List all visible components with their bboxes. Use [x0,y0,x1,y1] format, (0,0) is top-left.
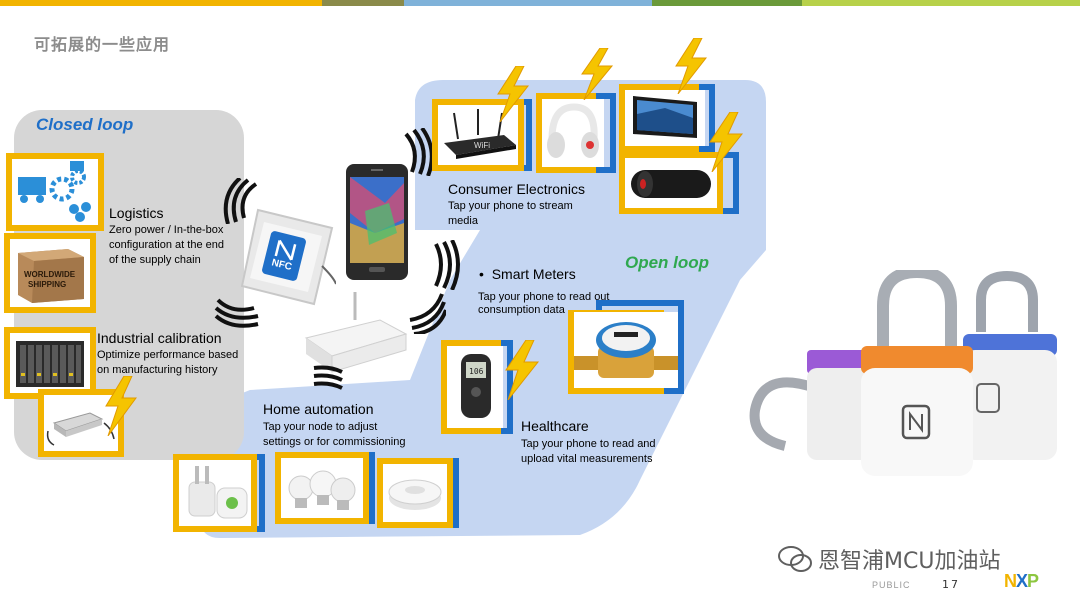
industrial-desc-1: Optimize performance based [97,349,239,361]
closed-loop-label: Closed loop [36,115,134,134]
box-text-2: SHIPPING [28,280,66,289]
watermark-text: 恩智浦MCU加油站 [818,549,1001,574]
health-desc-1: Tap your phone to read and [521,438,656,450]
nfc-reader: NFC [240,208,336,306]
industrial-title: Industrial calibration [97,330,222,346]
logo-p: P [1027,571,1039,591]
nfc-reader-label: NFC [270,257,293,273]
smartphone [346,164,408,280]
logistics-desc-1: Zero power / In-the-box [109,224,224,236]
shipping-box-icon: WORLDWIDE SHIPPING [18,249,84,303]
wireless-waves-icon [214,298,259,328]
meters-desc-2: consumption data [478,304,565,316]
led-driver-tile [38,389,124,457]
logistics-desc-2: configuration at the end [109,239,224,251]
glucose-meter-icon: 106 [461,354,491,418]
glucose-meter-tile: 106 [441,340,513,434]
headphones-icon [547,103,599,158]
wireless-waves-icon [434,240,460,290]
lightning-bolt-icon [105,376,137,436]
router-tile: WiFi [432,99,532,171]
led-bulbs-tile [275,452,375,524]
wireless-waves-icon [404,128,434,176]
tv-tile [619,84,715,152]
wechat-icon [778,546,812,572]
padlock-icon [901,404,931,440]
top-bar-segment [802,0,1080,6]
server-rack-icon [16,341,84,387]
lightning-bolt-icon [675,38,708,94]
nfc-tag-icon [274,239,297,261]
smoke-detector-icon [388,479,442,510]
speaker-tile [619,152,739,214]
speaker-icon [631,170,711,198]
bullet: • [479,266,484,282]
logistics-desc-3: of the supply chain [109,254,201,266]
wireless-waves-icon [313,365,343,390]
home-desc-1: Tap your node to adjust [263,421,378,433]
led-bulbs-icon [288,470,356,510]
page-number: 17 [942,578,960,591]
logo-x: X [1016,571,1028,591]
smart-plug-icon [188,466,248,519]
classification-label: PUBLIC [872,580,911,590]
top-bar-segment [0,0,322,6]
home-desc-2: settings or for commissioning [263,436,406,448]
meters-title: • Smart Meters [479,266,576,282]
wifi-access-point [304,292,408,373]
top-bar-segment [652,0,802,6]
wireless-waves-icon [409,293,446,334]
water-meter-icon [574,322,678,378]
lightning-bolt-icon [497,66,530,122]
wireless-waves-icon [223,178,258,224]
smart-plug-tile [173,454,265,532]
top-bar-segment [404,0,652,6]
meters-desc-1: Tap your phone to read out [478,291,610,303]
logistics-title: Logistics [109,205,164,221]
health-title: Healthcare [521,418,589,434]
meters-title-text: Smart Meters [491,266,576,282]
nxp-logo: NXP [1004,571,1039,592]
industrial-desc-2: on manufacturing history [97,364,218,376]
wechat-watermark: 恩智浦MCU加油站 [778,543,1000,575]
consumer-desc-2: media [448,215,478,227]
logistics-tile [6,153,104,231]
meter-display: 106 [469,367,484,376]
shipping-box-tile: WORLDWIDE SHIPPING [4,233,96,313]
water-meter-tile [568,300,684,394]
top-bar-segment [322,0,404,6]
consumer-desc-1: Tap your phone to stream [448,200,573,212]
router-label: WiFi [474,141,490,150]
box-text-1: WORLDWIDE [24,270,76,279]
nfc-padlocks [749,270,1057,476]
top-color-bar [0,0,1080,6]
slide-title: 可拓展的一些应用 [34,35,171,54]
lightning-bolt-icon [709,112,744,172]
home-title: Home automation [263,401,374,417]
tv-icon [633,96,697,138]
logo-n: N [1004,571,1017,591]
health-desc-2: upload vital measurements [521,453,653,465]
lightning-bolt-icon [505,340,540,400]
headphones-tile [536,93,616,173]
logistics-icon [18,161,91,222]
lightning-bolt-icon [581,48,614,100]
open-loop-label: Open loop [625,253,710,272]
smoke-detector-tile [377,458,459,528]
consumer-title: Consumer Electronics [448,181,585,197]
